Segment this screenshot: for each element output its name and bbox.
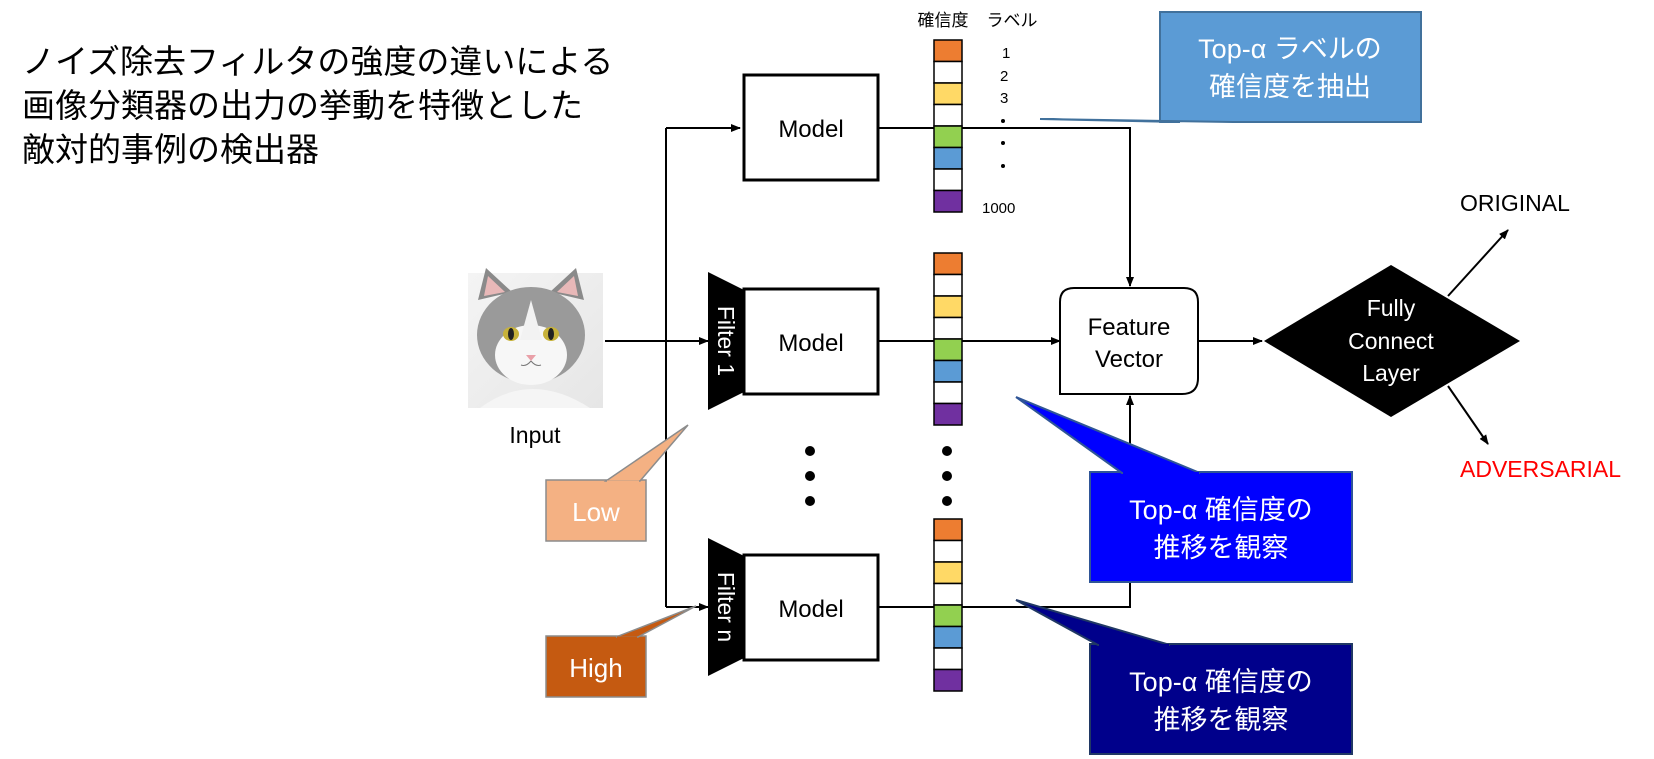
callout-observe-1: Top-α 確信度の 推移を観察 xyxy=(1015,396,1353,583)
title-line-3: 敵対的事例の検出器 xyxy=(22,130,319,169)
vector-cell xyxy=(933,647,963,671)
vector-cell xyxy=(933,189,963,213)
model-ellipsis xyxy=(805,446,815,506)
filter-1-label: Filter 1 xyxy=(713,306,739,376)
vector-cell xyxy=(933,60,963,84)
vector-cell xyxy=(933,625,963,649)
callout-high-label: High xyxy=(569,653,622,683)
label-3: 3 xyxy=(1000,90,1008,107)
callout-top-line-2: 確信度を抽出 xyxy=(1209,72,1371,102)
vector-cell xyxy=(933,518,963,542)
vector-ellipsis xyxy=(942,446,952,506)
vector-cell xyxy=(933,338,963,362)
vector-cell xyxy=(933,295,963,319)
vector-cell xyxy=(933,39,963,63)
confidence-header: 確信度 xyxy=(918,11,969,30)
vector-cell xyxy=(933,82,963,106)
model-bottom-label: Model xyxy=(778,596,843,623)
label-dots xyxy=(1001,119,1005,168)
callout-observe-2-line-2: 推移を観察 xyxy=(1154,705,1289,735)
slide-title: ノイズ除去フィルタの強度の違いによる 画像分類器の出力の挙動を特徴とした 敵対的… xyxy=(22,40,613,172)
vector-cell xyxy=(933,125,963,149)
title-line-2: 画像分類器の出力の挙動を特徴とした xyxy=(22,86,583,125)
callout-observe-1-line-2: 推移を観察 xyxy=(1154,533,1289,563)
model-bottom: Model xyxy=(742,553,880,662)
vector-cell xyxy=(933,103,963,127)
label-1000: 1000 xyxy=(982,200,1015,217)
filter-n: Filter n xyxy=(708,538,744,676)
input-image xyxy=(468,268,603,408)
vector-cell xyxy=(933,381,963,405)
vector-cell xyxy=(933,359,963,383)
vector-cell xyxy=(933,539,963,563)
label-header: ラベル xyxy=(987,11,1038,30)
input-label: Input xyxy=(509,422,561,448)
vector-cell xyxy=(933,273,963,297)
label-1: 1 xyxy=(1002,45,1010,62)
model-mid: Model xyxy=(742,287,880,396)
callout-high: High xyxy=(545,605,697,698)
fc-to-original-arrow xyxy=(1447,229,1509,297)
fc-line-2: Connect xyxy=(1348,328,1434,354)
output-adversarial: ADVERSARIAL xyxy=(1460,456,1621,482)
vector-cell xyxy=(933,561,963,585)
vector-cell xyxy=(933,668,963,692)
feature-vector-line-1: Feature xyxy=(1088,314,1171,341)
confidence-vector-bottom xyxy=(933,518,963,692)
callout-observe-2: Top-α 確信度の 推移を観察 xyxy=(1015,599,1353,755)
vector-cell xyxy=(933,146,963,170)
callout-top-line-1: Top-α ラベルの xyxy=(1198,34,1382,64)
fc-line-1: Fully xyxy=(1367,295,1416,321)
fully-connected-layer: Fully Connect Layer xyxy=(1264,265,1520,417)
output-original: ORIGINAL xyxy=(1460,190,1570,216)
title-line-1: ノイズ除去フィルタの強度の違いによる xyxy=(22,42,614,81)
filter-1: Filter 1 xyxy=(708,272,744,410)
feature-vector: Feature Vector xyxy=(1059,287,1199,395)
vector-cell xyxy=(933,402,963,426)
vector-cell xyxy=(933,604,963,628)
model-mid-label: Model xyxy=(778,330,843,357)
callout-observe-2-line-1: Top-α 確信度の xyxy=(1129,667,1313,697)
callout-low-label: Low xyxy=(572,497,620,527)
vector-cell xyxy=(933,316,963,340)
fc-line-3: Layer xyxy=(1362,360,1420,386)
feature-vector-line-2: Vector xyxy=(1095,346,1163,373)
vector-cell xyxy=(933,582,963,606)
callout-top-alpha-label: Top-α ラベルの 確信度を抽出 xyxy=(1039,11,1422,123)
vector-cell xyxy=(933,252,963,276)
callout-observe-1-line-1: Top-α 確信度の xyxy=(1129,495,1313,525)
vector-cell xyxy=(933,168,963,192)
fc-to-adversarial-arrow xyxy=(1447,385,1489,445)
confidence-vector-top xyxy=(933,39,963,213)
confidence-vector-mid xyxy=(933,252,963,426)
filter-n-label: Filter n xyxy=(713,572,739,642)
label-2: 2 xyxy=(1000,68,1008,85)
model-top-label: Model xyxy=(778,116,843,143)
model-top: Model xyxy=(742,73,880,182)
callout-low: Low xyxy=(545,424,689,542)
